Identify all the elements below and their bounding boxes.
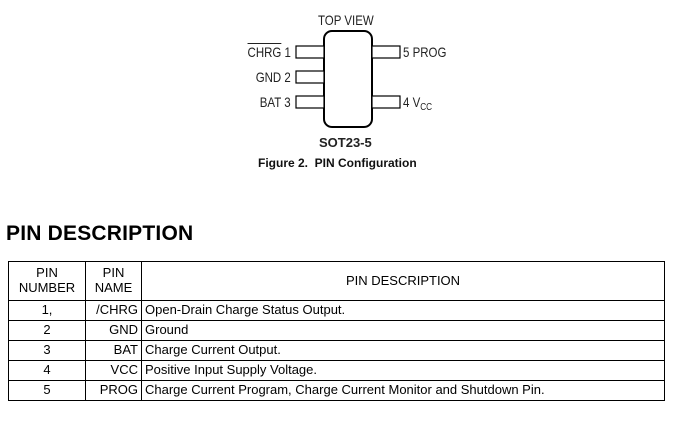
cell-pin-name: BAT: [85, 340, 142, 361]
cell-pin-number: 5: [8, 380, 86, 401]
cell-pin-number: 1,: [8, 300, 86, 321]
pin-name-chrg: CHRG: [247, 44, 282, 60]
table-row: 1, /CHRG Open-Drain Charge Status Output…: [8, 300, 665, 321]
pin-lead-5: [371, 45, 401, 59]
pin-label-1: CHRG 1: [248, 45, 291, 59]
cell-pin-description: Ground: [141, 320, 665, 341]
pin-name-prog: PROG: [412, 44, 447, 60]
cell-pin-name: PROG: [85, 380, 142, 401]
pin-name-gnd: GND: [255, 69, 282, 85]
table-row: 4 VCC Positive Input Supply Voltage.: [8, 360, 665, 381]
cell-pin-description: Open-Drain Charge Status Output.: [141, 300, 665, 321]
package-name: SOT23-5: [319, 135, 372, 150]
ic-body: [323, 30, 373, 128]
cell-pin-description: Charge Current Program, Charge Current M…: [141, 380, 665, 401]
pin-number-3: 3: [284, 94, 291, 110]
pin-lead-4: [371, 95, 401, 109]
pin-lead-3: [295, 95, 325, 109]
cell-pin-name: VCC: [85, 360, 142, 381]
pin-name-bat: BAT: [260, 94, 282, 110]
section-title: PIN DESCRIPTION: [6, 222, 194, 245]
pin-label-2: GND 2: [256, 70, 291, 84]
top-view-label: TOP VIEW: [318, 12, 374, 28]
cell-pin-number: 4: [8, 360, 86, 381]
cell-pin-number: 2: [8, 320, 86, 341]
pin-configuration-figure: TOP VIEW CHRG 1 GND 2 BAT 3 5 PROG 4 VCC…: [0, 0, 680, 180]
pin-lead-1: [295, 45, 325, 59]
pin-label-3: BAT 3: [260, 95, 291, 109]
table-row: 5 PROG Charge Current Program, Charge Cu…: [8, 380, 665, 401]
table-row: 3 BAT Charge Current Output.: [8, 340, 665, 361]
pin-number-2: 2: [284, 69, 291, 85]
pin-lead-2: [295, 70, 325, 84]
cell-pin-name: /CHRG: [85, 300, 142, 321]
figure-caption: Figure 2. PIN Configuration: [258, 156, 417, 170]
cell-pin-description: Charge Current Output.: [141, 340, 665, 361]
cell-pin-name: GND: [85, 320, 142, 341]
header-pin-description: PIN DESCRIPTION: [141, 261, 665, 301]
pin-label-4: 4 VCC: [403, 94, 433, 113]
pin-name-vcc: VCC: [412, 94, 433, 113]
pin-number-1: 1: [284, 44, 291, 60]
pin-label-5: 5 PROG: [403, 45, 446, 59]
pin-number-4: 4: [403, 94, 410, 110]
cell-pin-description: Positive Input Supply Voltage.: [141, 360, 665, 381]
package-drawing: [295, 30, 401, 128]
cell-pin-number: 3: [8, 340, 86, 361]
table-row: 2 GND Ground: [8, 320, 665, 341]
pin-number-5: 5: [403, 44, 410, 60]
